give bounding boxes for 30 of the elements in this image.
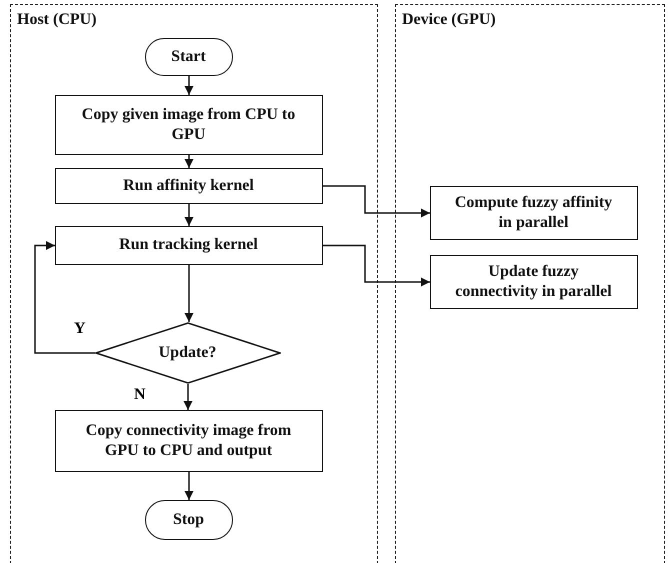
process-box bbox=[54, 410, 322, 472]
process-box bbox=[430, 254, 638, 308]
box-text: Start bbox=[171, 46, 206, 66]
box-text: Update? bbox=[158, 342, 216, 362]
box-text: Update fuzzy connectivity in parallel bbox=[454, 262, 613, 301]
terminal-pill bbox=[144, 500, 232, 540]
process-box bbox=[54, 94, 322, 154]
arrow bbox=[323, 185, 430, 218]
box-text: Run affinity kernel bbox=[123, 176, 254, 196]
arrow bbox=[184, 472, 194, 500]
box-text: Stop bbox=[172, 510, 204, 530]
box-text: Run tracking kernel bbox=[119, 235, 258, 255]
arrow bbox=[184, 155, 194, 168]
process-box bbox=[430, 186, 638, 240]
dashed-region bbox=[10, 4, 378, 563]
box-text: Compute fuzzy affinity in parallel bbox=[454, 193, 614, 232]
region-title: Device (GPU) bbox=[402, 11, 496, 29]
arrow bbox=[184, 265, 194, 322]
region-title: Host (CPU) bbox=[17, 11, 97, 29]
terminal-pill bbox=[144, 38, 232, 76]
arrow bbox=[184, 204, 194, 226]
process-box bbox=[54, 168, 322, 204]
arrow bbox=[323, 244, 430, 286]
arrow bbox=[184, 76, 194, 95]
box-text: Copy given image from CPU to GPU bbox=[80, 105, 296, 144]
process-box bbox=[54, 226, 322, 264]
arrow bbox=[34, 241, 95, 354]
box-text: Copy connectivity image from GPU to CPU and output bbox=[84, 421, 292, 460]
arrow bbox=[184, 384, 192, 410]
dashed-region bbox=[395, 4, 665, 563]
